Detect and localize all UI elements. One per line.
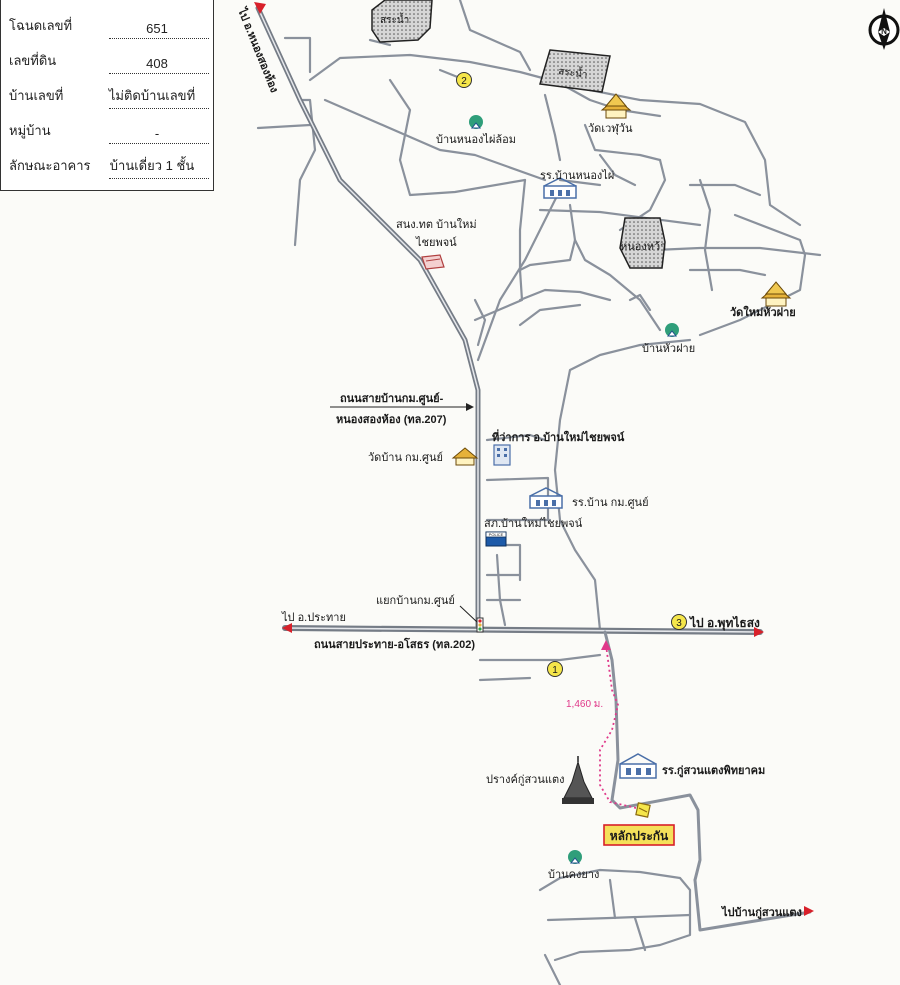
info-row-building-type: ลักษณะอาคาร บ้านเดี่ยว 1 ชั้น — [9, 150, 209, 182]
village-icon — [568, 850, 582, 864]
info-label: เลขที่ดิน — [9, 53, 57, 68]
info-value: ไม่ติดบ้านเลขที่ — [108, 88, 196, 103]
info-label: หมู่บ้าน — [9, 123, 51, 138]
arrow-southeast-icon — [804, 906, 814, 916]
minor-roads — [256, 0, 822, 985]
label-pond-1: สระน้ำ — [380, 12, 409, 26]
label-to-prakhon-chai: ไป อ.ประทาย — [281, 611, 346, 624]
info-label: ลักษณะอาคาร — [9, 158, 91, 173]
property-info-table: โฉนดเลขที่ 651 เลขที่ดิน 408 บ้านเลขที่ … — [0, 0, 214, 191]
info-value: บ้านเดี่ยว 1 ชั้น — [109, 158, 195, 173]
label-to-ban-ku-suan-taeng: ไปบ้านกู่สวนแตง — [720, 905, 802, 920]
junction-pointer — [459, 605, 478, 623]
ponds — [371, 0, 666, 269]
school-icon — [529, 487, 563, 509]
label-to-phutthaisong: ไป อ.พุทไธสง — [688, 615, 760, 631]
info-row-house-no: บ้านเลขที่ ไม่ติดบ้านเลขที่ — [9, 80, 209, 112]
road207-pointer — [330, 403, 474, 411]
route-marker-1: 1 — [547, 661, 563, 677]
arrow-east-icon — [754, 627, 764, 637]
building-icon — [493, 444, 511, 466]
divider — [109, 38, 209, 39]
arrows — [254, 2, 814, 916]
arrow-west-icon — [282, 623, 292, 633]
label-junction-kom-sun: แยกบ้านกม.ศูนย์ — [376, 594, 455, 607]
distance-arrow-icon — [601, 640, 611, 650]
label-road207-1: ถนนสายบ้านกม.ศูนย์- — [340, 392, 444, 406]
label-health-center-2: ไชยพจน์ — [415, 236, 457, 249]
info-row-land-no: เลขที่ดิน 408 — [9, 45, 209, 77]
info-value: - — [154, 126, 160, 141]
school-icon — [619, 753, 657, 779]
temple-icon — [600, 93, 632, 119]
divider — [109, 73, 209, 74]
label-health-center-1: สนง.ทต บ้านใหม่ — [396, 218, 477, 231]
route-marker-2: 2 — [456, 72, 472, 88]
village-icon — [665, 323, 679, 337]
label-ban-khong-yang: บ้านคงยาง — [548, 869, 599, 881]
temple-icon — [451, 447, 479, 466]
info-label: โฉนดเลขที่ — [9, 18, 73, 33]
info-label: บ้านเลขที่ — [9, 88, 64, 103]
label-wat-mai-hua-fai: วัดใหม่หัวฝาย — [730, 305, 796, 319]
divider — [109, 178, 209, 179]
pond-nong-wa — [619, 217, 666, 269]
info-value: 408 — [146, 56, 168, 71]
highways — [255, 5, 812, 932]
info-row-deed: โฉนดเลขที่ 651 — [9, 10, 209, 42]
collateral-label: หลักประกัน — [603, 824, 675, 846]
collateral-marker-icon — [635, 802, 651, 818]
office-icon — [421, 254, 445, 270]
arrow-north-icon — [254, 2, 266, 14]
label-school-kom-sun: รร.บ้าน กม.ศูนย์ — [572, 496, 649, 509]
label-prang-ku-suan-taeng: ปรางค์กู่สวนแตง — [486, 773, 564, 786]
divider — [109, 108, 209, 109]
map-labels: ไป อ.หนองสองห้อง สระน้ำ สระน้ำ บ้านหนองไ… — [234, 4, 801, 920]
compass-letter: N — [881, 27, 887, 36]
police-icon: POLICE — [485, 531, 507, 547]
pond-1 — [371, 0, 433, 43]
label-district-office: ที่ว่าการ อ.บ้านใหม่ไชยพจน์ — [492, 429, 625, 444]
label-road202: ถนนสายประทาย-อโสธร (ทล.202) — [314, 637, 475, 651]
label-ban-hua-fai: บ้านหัวฝาย — [642, 343, 695, 355]
temple-icon — [760, 281, 792, 307]
divider — [109, 143, 209, 144]
pond-2 — [539, 49, 611, 93]
label-road207-2: หนองสองห้อง (ทล.207) — [336, 413, 447, 426]
collateral-label-text: หลักประกัน — [610, 829, 669, 843]
pagoda-icon — [562, 756, 594, 804]
route-marker-3: 3 — [671, 614, 687, 630]
traffic-light-icon — [476, 617, 484, 633]
label-school-nong-phai: รร.บ้านหนองไผ่ — [540, 169, 614, 182]
label-police-station: สภ.บ้านใหม่ไชยพจน์ — [484, 517, 583, 530]
route-marker-1-label: 1 — [552, 665, 558, 676]
label-ban-nong-phai-lom: บ้านหนองไผ่ล้อม — [436, 133, 516, 146]
info-row-village: หมู่บ้าน - — [9, 115, 209, 147]
label-wat-kom-sun: วัดบ้าน กม.ศูนย์ — [368, 451, 443, 464]
village-icon — [469, 115, 483, 129]
school-icon — [543, 177, 577, 199]
label-school-ku-suan-taeng: รร.กู่สวนแตงพิทยาคม — [662, 764, 765, 778]
police-sign-text: POLICE — [489, 532, 504, 537]
label-distance: 1,460 ม. — [566, 699, 603, 710]
info-value: 651 — [146, 21, 168, 36]
route-marker-2-label: 2 — [461, 76, 467, 87]
label-wat-wet-wan: วัดเวฬุวัน — [588, 123, 633, 135]
compass-icon: N — [868, 8, 900, 50]
label-nong-wa: หนองหว้า — [620, 241, 666, 253]
route-marker-3-label: 3 — [676, 618, 682, 629]
